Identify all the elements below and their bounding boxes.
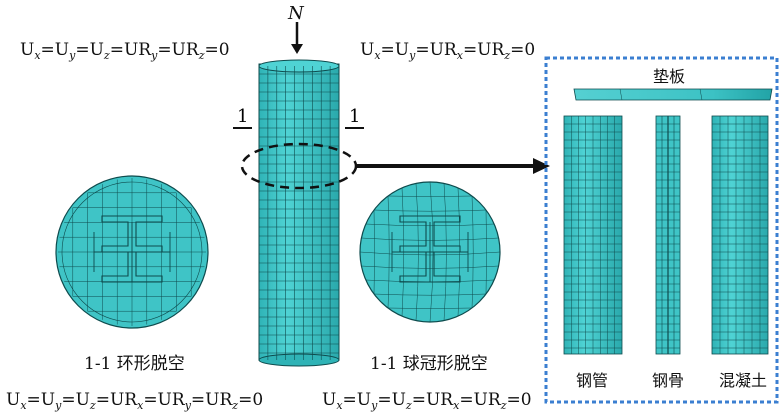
section-mark-left: 1 [237, 106, 248, 127]
concrete-part [711, 115, 769, 355]
label-steel-tube: 钢管 [576, 371, 609, 390]
detail-highlight-ellipse [240, 142, 358, 190]
steel-tube-part [563, 115, 623, 355]
loading-plate [573, 88, 773, 101]
steel-skeleton-part [655, 115, 681, 355]
section-mark-right: 1 [349, 106, 360, 127]
label-concrete: 混凝土 [719, 371, 768, 390]
section-ring-debond [55, 175, 209, 329]
section-crown-debond [359, 181, 501, 323]
load-label: N [288, 3, 304, 24]
boundary-condition-top-right: Ux=Uy=URx=URz=0 [360, 40, 536, 62]
label-plate: 垫板 [653, 67, 686, 86]
caption-crown-debond: 1-1 球冠形脱空 [370, 354, 488, 374]
boundary-condition-top-left: Ux=Uy=Uz=URy=URz=0 [20, 40, 230, 62]
label-steel-skeleton: 钢骨 [652, 371, 685, 390]
caption-ring-debond: 1-1 环形脱空 [84, 354, 185, 374]
section-mark: 1 1 [233, 106, 364, 129]
main-column [258, 59, 340, 367]
boundary-condition-bottom-left: Ux=Uy=Uz=URx=URy=URz=0 [6, 390, 264, 412]
boundary-condition-bottom-right: Ux=Uy=Uz=URx=URz=0 [322, 390, 532, 412]
detail-pointer-head [533, 158, 550, 174]
load-arrow-head [291, 44, 303, 54]
components-frame [544, 56, 779, 404]
